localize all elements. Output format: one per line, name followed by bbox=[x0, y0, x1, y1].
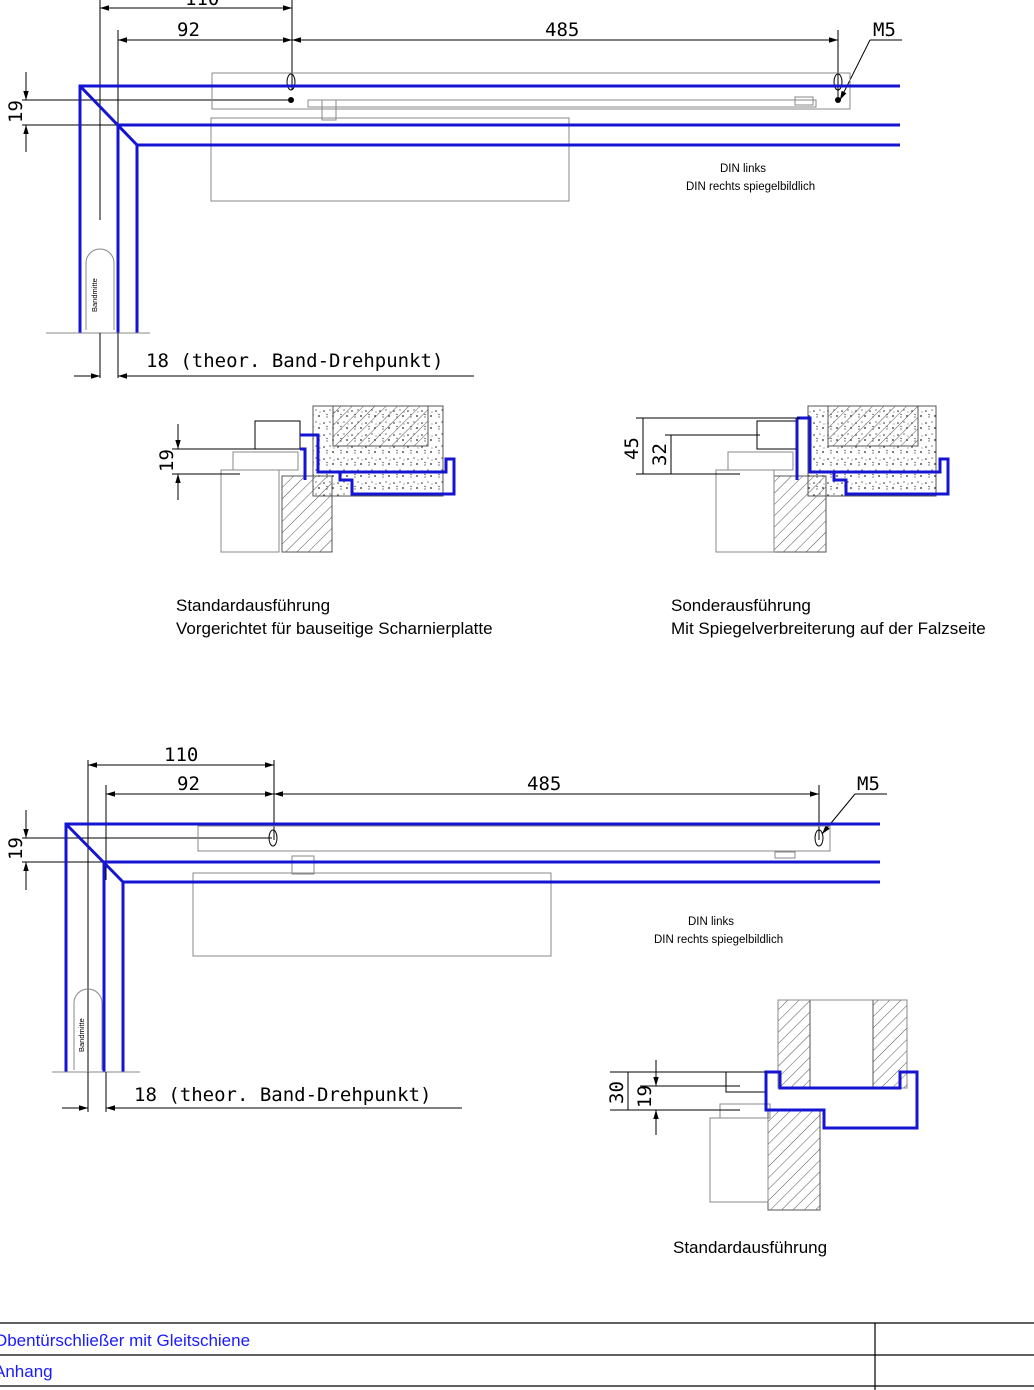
dim-45-section2: 45 bbox=[621, 437, 643, 460]
label-m5-top: M5 bbox=[873, 19, 896, 41]
section-standard-1: 19 Standardausführung Vorgerichtet für b… bbox=[156, 405, 493, 638]
dim-110-top: 110 bbox=[185, 0, 219, 10]
caption2-line2: Mit Spiegelverbreiterung auf der Falzsei… bbox=[671, 619, 986, 638]
dim-485-bottom: 485 bbox=[527, 773, 561, 795]
title-block: Obentürschließer mit Gleitschiene Anhang bbox=[0, 1322, 1034, 1390]
dim-32-section2: 32 bbox=[649, 443, 671, 466]
dim-19-section1: 19 bbox=[156, 449, 178, 472]
dim-92-top: 92 bbox=[177, 19, 200, 41]
label-m5-bottom: M5 bbox=[857, 773, 880, 795]
dim-110-bottom: 110 bbox=[164, 744, 198, 766]
label-pivot-bottom: 18 (theor. Band-Drehpunkt) bbox=[134, 1084, 431, 1106]
note-din-rechts-top: DIN rechts spiegelbildlich bbox=[686, 181, 815, 193]
dim-30-section3: 30 bbox=[606, 1081, 628, 1104]
section-special-2: 45 32 Sonderausführung Mit Spiegelverbre… bbox=[621, 405, 986, 638]
caption1-line2: Vorgerichtet für bauseitige Scharnierpla… bbox=[176, 619, 493, 638]
section-standard-3: 30 19 Standardausführung bbox=[606, 999, 919, 1257]
dim-485-top: 485 bbox=[545, 19, 579, 41]
caption2-line1: Sonderausführung bbox=[671, 596, 811, 615]
dim-19-section3: 19 bbox=[634, 1085, 656, 1108]
dim-92-bottom: 92 bbox=[177, 773, 200, 795]
note-din-rechts-bottom: DIN rechts spiegelbildlich bbox=[654, 934, 783, 946]
title-row2: Anhang bbox=[0, 1362, 53, 1381]
title-row1: Obentürschließer mit Gleitschiene bbox=[0, 1331, 250, 1350]
note-din-links-top: DIN links bbox=[720, 163, 766, 175]
label-bandmitte-top: Bandmitte bbox=[90, 278, 99, 312]
caption1-line1: Standardausführung bbox=[176, 596, 330, 615]
label-pivot-top: 18 (theor. Band-Drehpunkt) bbox=[146, 350, 443, 372]
top-view-drawing-2: 110 92 485 M5 19 Bandmitte 18 (theor bbox=[5, 744, 887, 1112]
top-view-drawing-1: 110 92 485 M5 19 bbox=[5, 0, 902, 379]
dim-19-bottom: 19 bbox=[5, 837, 27, 860]
caption3: Standardausführung bbox=[673, 1238, 827, 1257]
label-bandmitte-bottom: Bandmitte bbox=[77, 1018, 86, 1052]
dim-19-top: 19 bbox=[5, 100, 27, 123]
note-din-links-bottom: DIN links bbox=[688, 916, 734, 928]
